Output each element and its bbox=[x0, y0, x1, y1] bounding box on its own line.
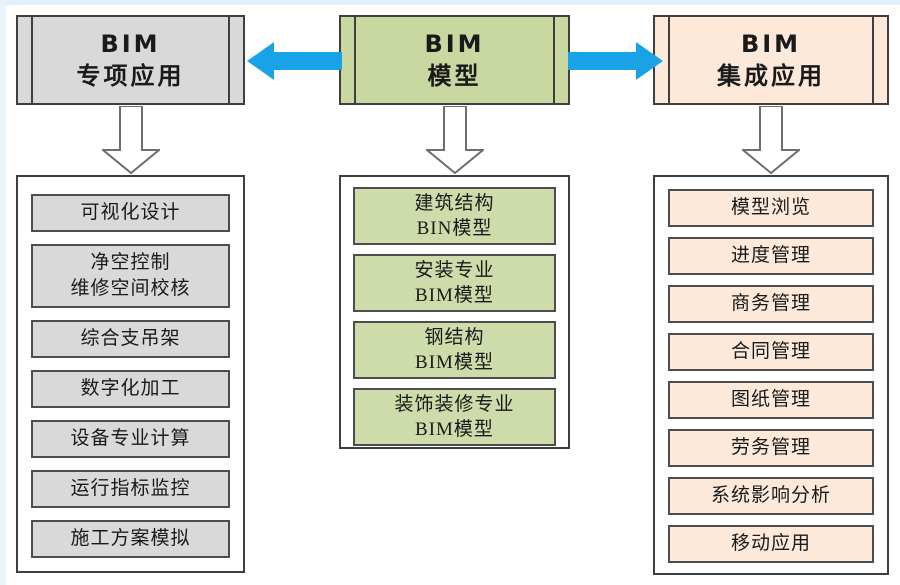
header-bim-special-applications: BIM 专项应用 bbox=[16, 15, 245, 105]
list-item: 移动应用 bbox=[668, 525, 874, 563]
page-edge-top bbox=[0, 0, 900, 5]
panel-special-applications: 可视化设计 净空控制 维修空间校核 综合支吊架 数字化加工 设备专业计算 运行指… bbox=[16, 175, 245, 573]
list-item: 施工方案模拟 bbox=[31, 520, 230, 558]
panel-bim-models: 建筑结构 BIN模型 安装专业 BIM模型 钢结构 BIM模型 装饰装修专业 B… bbox=[339, 175, 570, 449]
header-label: BIM 集成应用 bbox=[717, 30, 825, 90]
list-item: 图纸管理 bbox=[668, 381, 874, 419]
arrow-right-icon bbox=[568, 42, 663, 80]
list-item: 劳务管理 bbox=[668, 429, 874, 467]
list-item: 综合支吊架 bbox=[31, 320, 230, 358]
list-item: 安装专业 BIM模型 bbox=[353, 254, 556, 312]
header-vertical-line bbox=[354, 17, 356, 103]
list-item: 合同管理 bbox=[668, 333, 874, 371]
down-arrow-icon bbox=[425, 106, 484, 174]
list-item: 系统影响分析 bbox=[668, 477, 874, 515]
list-item: 净空控制 维修空间校核 bbox=[31, 244, 230, 308]
list-item: 模型浏览 bbox=[668, 189, 874, 227]
list-item: 钢结构 BIM模型 bbox=[353, 321, 556, 379]
header-vertical-line bbox=[553, 17, 555, 103]
header-vertical-line bbox=[872, 17, 874, 103]
list-item: 装饰装修专业 BIM模型 bbox=[353, 388, 556, 446]
column-bim-integrated-applications: BIM 集成应用 模型浏览 进度管理 商务管理 合同管理 图纸管理 劳务管理 系… bbox=[653, 15, 889, 575]
down-arrow-icon bbox=[101, 106, 160, 174]
header-bim-integrated-applications: BIM 集成应用 bbox=[653, 15, 889, 105]
down-arrow-icon bbox=[742, 106, 800, 174]
header-vertical-line bbox=[31, 17, 33, 103]
list-item: 数字化加工 bbox=[31, 370, 230, 408]
header-label: BIM 专项应用 bbox=[76, 30, 185, 90]
header-vertical-line bbox=[668, 17, 670, 103]
list-item: 商务管理 bbox=[668, 285, 874, 323]
header-label: BIM 模型 bbox=[424, 30, 485, 90]
column-bim-special-applications: BIM 专项应用 可视化设计 净空控制 维修空间校核 综合支吊架 数字化加工 设… bbox=[16, 15, 245, 573]
arrow-left-icon bbox=[247, 42, 342, 80]
header-bim-model: BIM 模型 bbox=[339, 15, 570, 105]
list-item: 可视化设计 bbox=[31, 194, 230, 232]
list-item: 进度管理 bbox=[668, 237, 874, 275]
list-item: 设备专业计算 bbox=[31, 420, 230, 458]
page-edge-left bbox=[0, 0, 6, 585]
panel-integrated-applications: 模型浏览 进度管理 商务管理 合同管理 图纸管理 劳务管理 系统影响分析 移动应… bbox=[653, 175, 889, 575]
list-item: 建筑结构 BIN模型 bbox=[353, 187, 556, 245]
column-bim-model: BIM 模型 建筑结构 BIN模型 安装专业 BIM模型 钢结构 BIM模型 装… bbox=[339, 15, 570, 449]
list-item: 运行指标监控 bbox=[31, 470, 230, 508]
header-vertical-line bbox=[228, 17, 230, 103]
